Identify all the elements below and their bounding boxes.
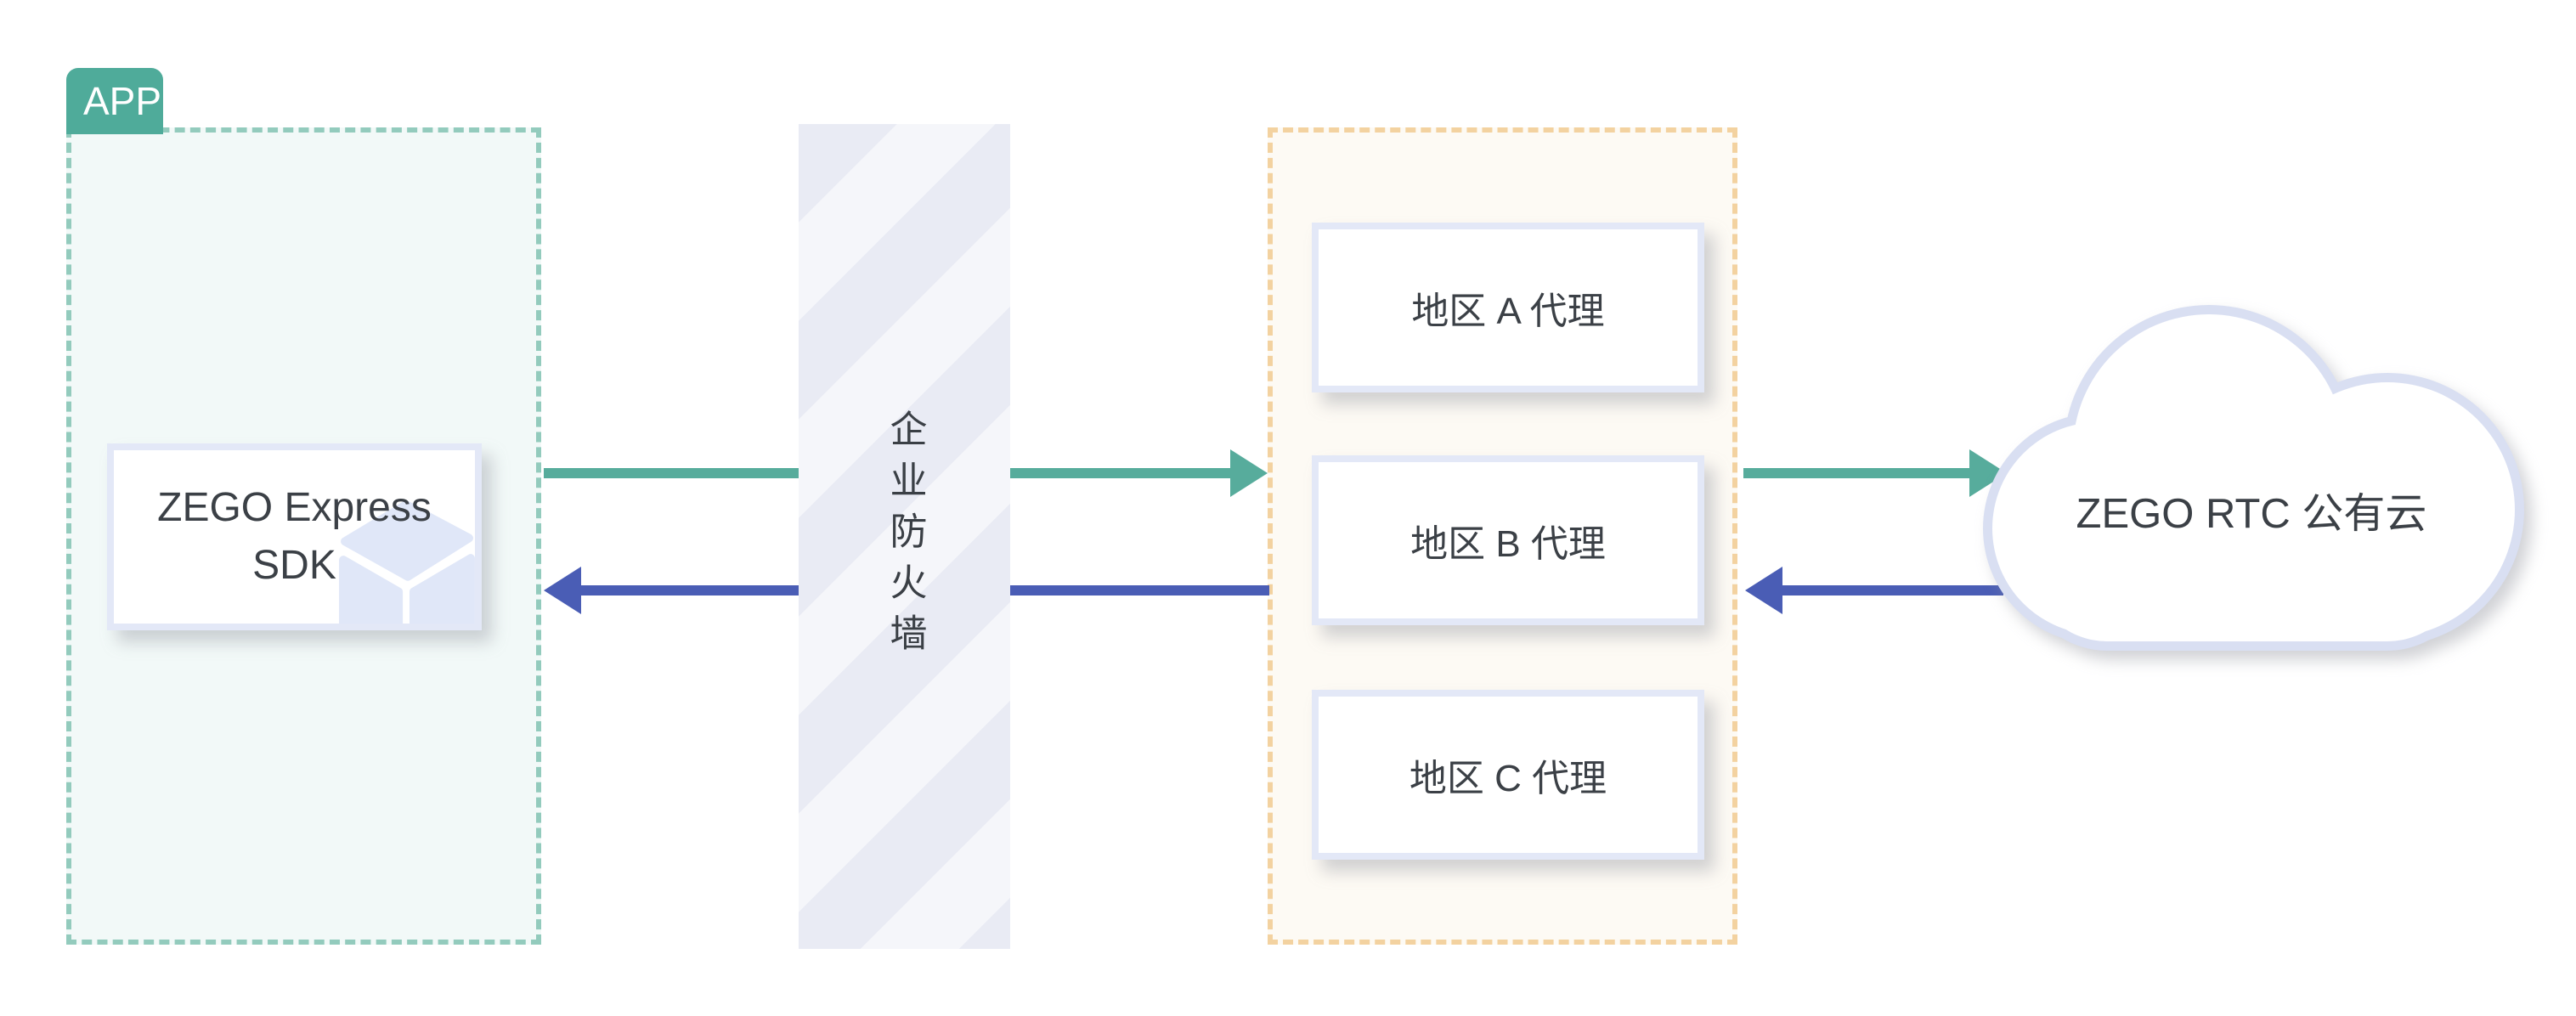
proxy-node-c-label: 地区 C 代理 bbox=[1409, 758, 1607, 799]
firewall-label: 企业防火墙 bbox=[884, 409, 926, 664]
cloud-icon bbox=[1983, 305, 2524, 651]
proxy-node-a: 地区 A 代理 bbox=[1312, 223, 1704, 392]
sdk-label-line2: SDK bbox=[252, 543, 336, 588]
proxy-node-b: 地区 B 代理 bbox=[1312, 455, 1704, 625]
sdk-cube-icon bbox=[339, 500, 475, 624]
sdk-label-line1: ZEGO Express bbox=[157, 484, 432, 530]
proxy-node-c: 地区 C 代理 bbox=[1312, 690, 1704, 860]
proxy-node-a-label: 地区 A 代理 bbox=[1411, 291, 1605, 332]
proxy-node-b-label: 地区 B 代理 bbox=[1410, 523, 1606, 565]
sdk-node: ZEGO Express SDK bbox=[107, 443, 482, 630]
firewall-node: 企业防火墙 bbox=[799, 124, 1010, 949]
cloud-label: ZEGO RTC 公有云 bbox=[2076, 490, 2427, 537]
app-group-label: APP bbox=[66, 68, 163, 134]
cloud-body bbox=[1992, 314, 2515, 641]
sdk-node-label: ZEGO Express SDK bbox=[157, 479, 432, 595]
